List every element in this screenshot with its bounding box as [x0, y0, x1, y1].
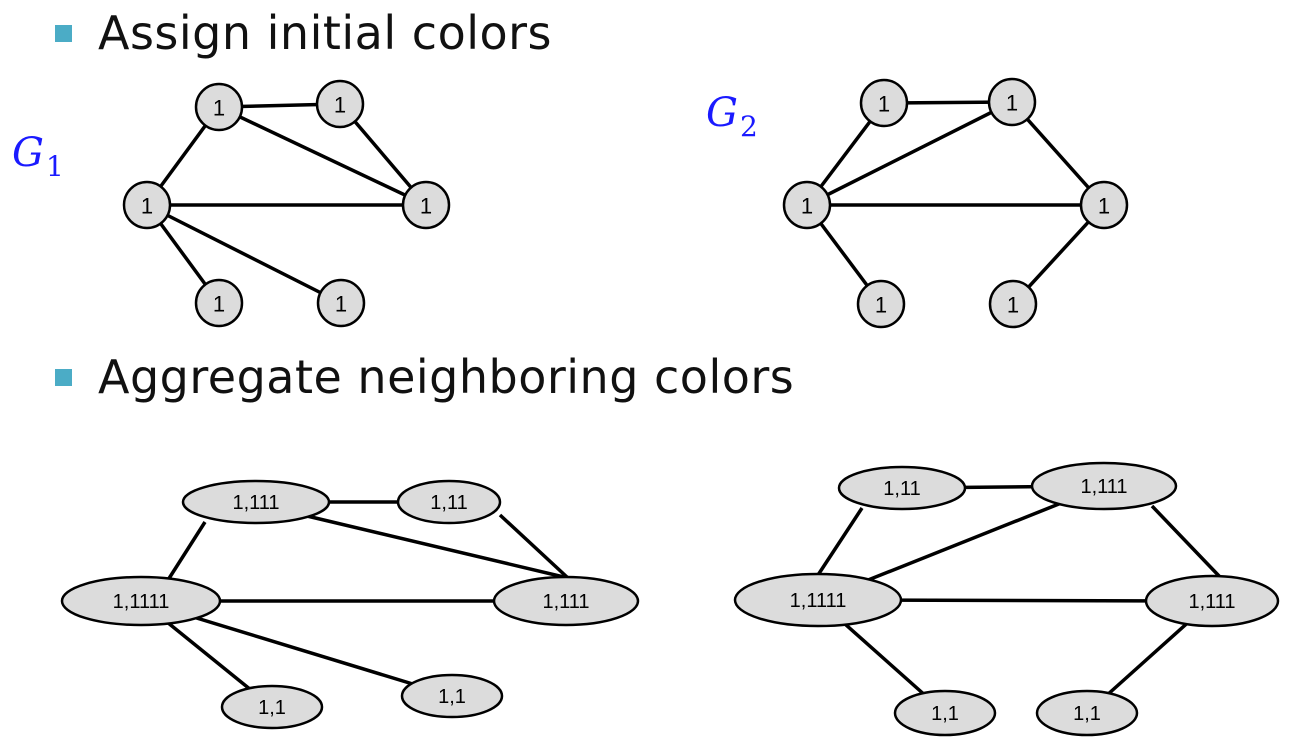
graph-edge — [166, 521, 207, 581]
graph-node — [856, 279, 906, 329]
graph-node-label: 1 — [420, 194, 432, 219]
graph-node — [194, 278, 244, 328]
graph-label-g1: G1 — [12, 130, 64, 183]
graph-node — [782, 180, 832, 230]
graph-node-label: 1 — [335, 292, 347, 317]
graph-node-label: 1,1111 — [790, 590, 847, 612]
graph-node-label: 1,1 — [1073, 703, 1101, 725]
graph-node-label: 1,1 — [438, 686, 466, 708]
graph-node — [733, 572, 903, 628]
graph-node-label: 1 — [334, 93, 346, 118]
graph-node — [396, 479, 502, 525]
graph-edge — [218, 105, 427, 207]
graph-node — [220, 684, 324, 730]
graph-node — [122, 180, 172, 230]
graph-node — [316, 278, 366, 328]
graph-node-label: 1,1 — [931, 703, 959, 725]
graph-node-label: 1,1111 — [113, 591, 170, 613]
graph-node-label: 1 — [141, 194, 153, 219]
graph-node-label: 1,111 — [232, 492, 279, 514]
graph-node-label: 1 — [1006, 91, 1018, 116]
graph-node — [987, 77, 1037, 127]
graph-edge — [816, 507, 864, 576]
graph-node-label: 1 — [213, 96, 225, 121]
graph-node — [988, 279, 1038, 329]
graph-node — [1079, 180, 1129, 230]
graph-node — [400, 673, 504, 719]
graph-g1-aggregated: 1,111 1,11 1,1111 1,111 1,1 1,1 — [60, 479, 640, 730]
graph-node-label: 1,11 — [883, 478, 920, 500]
graph-node — [492, 575, 640, 627]
graph-node — [859, 78, 909, 128]
bullet-square-icon — [55, 368, 72, 386]
bullet-text: Aggregate neighboring colors — [98, 350, 795, 404]
graph-node — [60, 575, 222, 627]
graph-edge — [1150, 504, 1222, 579]
graph-node-label: 1 — [213, 292, 225, 317]
graph-node — [1144, 574, 1280, 628]
graph-node — [194, 82, 244, 132]
graph-node-label: 1,111 — [542, 591, 589, 613]
graph-label-subscript: 2 — [739, 110, 758, 143]
graph-g2-aggregated: 1,11 1,111 1,1111 1,111 1,1 1,1 — [733, 461, 1280, 737]
bullet-text: Assign initial colors — [98, 6, 553, 60]
graph-g1-initial: 1 1 1 1 1 1 — [122, 79, 451, 328]
graph-label-letter: G — [706, 90, 738, 136]
graph-label-letter: G — [12, 130, 44, 176]
graph-node-label: 1,111 — [1080, 476, 1127, 498]
graph-node — [1030, 461, 1178, 511]
graph-node-label: 1,11 — [430, 492, 467, 514]
bullet-assign-initial-colors: Assign initial colors — [55, 6, 552, 60]
graph-node-label: 1 — [875, 293, 887, 318]
graph-node-label: 1 — [1098, 194, 1110, 219]
graph-edge — [806, 100, 1013, 207]
graph-g2-initial: 1 1 1 1 1 1 — [782, 77, 1129, 329]
graph-node-label: 1 — [1007, 293, 1019, 318]
graph-label-subscript: 1 — [45, 150, 64, 183]
graph-node-label: 1 — [878, 92, 890, 117]
graph-node-label: 1,111 — [1188, 591, 1235, 613]
bullet-aggregate-neighboring-colors: Aggregate neighboring colors — [55, 350, 794, 404]
graph-edge — [498, 513, 570, 580]
graph-edge — [306, 514, 569, 580]
graph-node — [1035, 689, 1139, 737]
graph-edge — [146, 203, 342, 305]
graph-node — [401, 180, 451, 230]
graph-node-label: 1 — [801, 194, 813, 219]
graph-node — [181, 479, 331, 525]
graph-node — [837, 465, 967, 511]
graph-label-g2: G2 — [706, 90, 758, 143]
graph-node-label: 1,1 — [258, 697, 286, 719]
graph-node — [893, 689, 997, 737]
graph-node — [315, 79, 365, 129]
bullet-square-icon — [55, 24, 72, 42]
